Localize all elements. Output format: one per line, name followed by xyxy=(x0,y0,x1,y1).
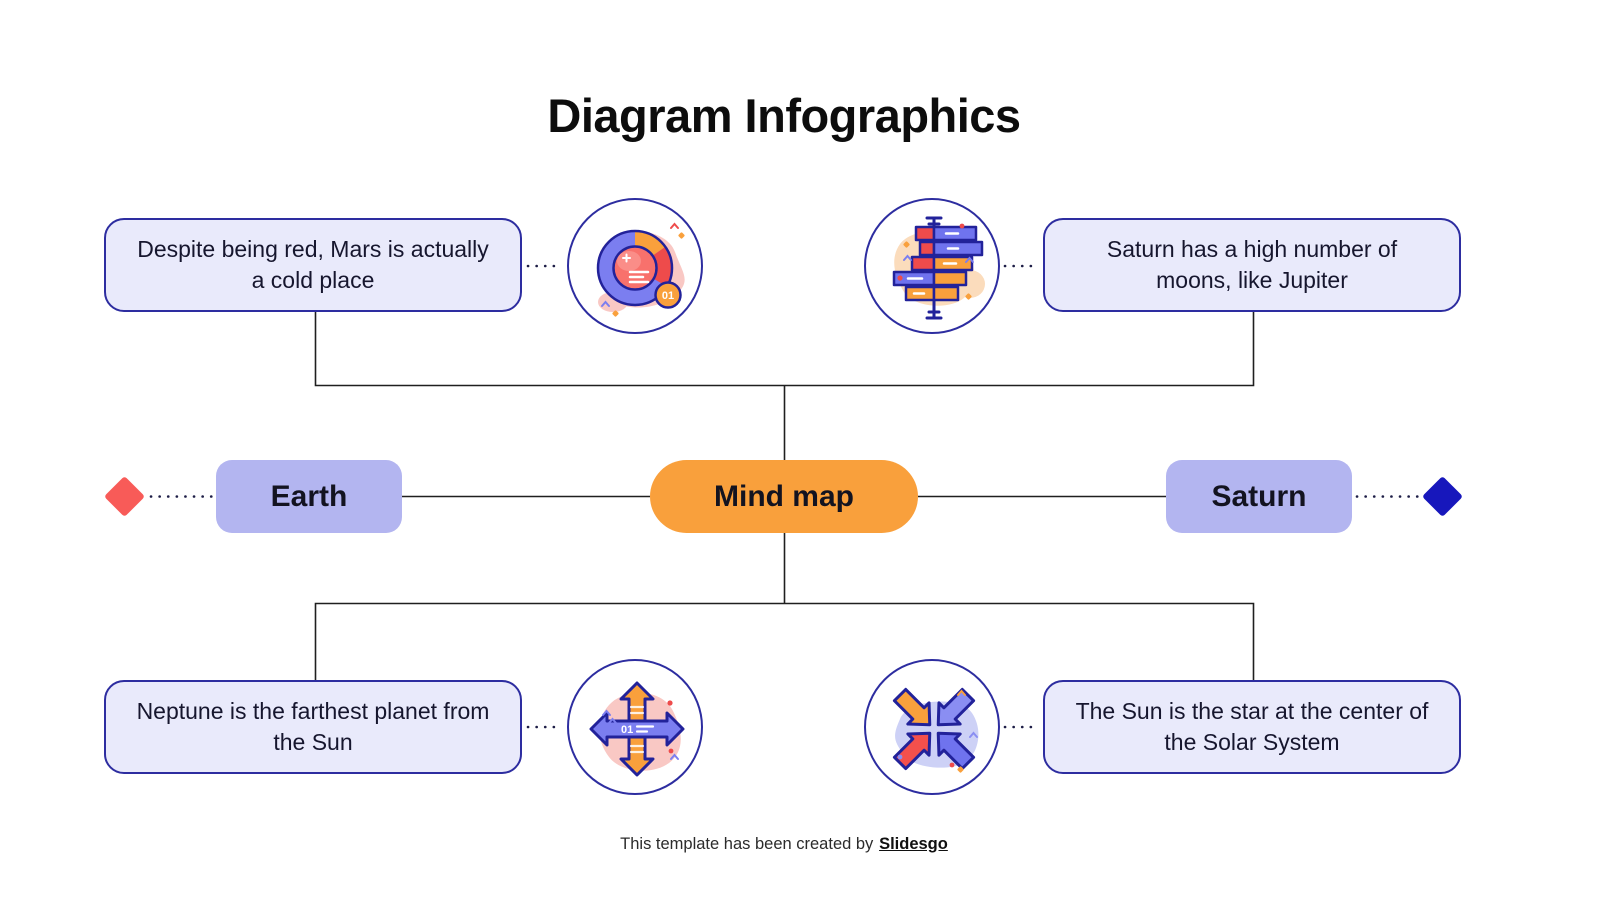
red-diamond-marker xyxy=(103,475,146,518)
fact-card-sun-text: The Sun is the star at the center of the… xyxy=(1075,698,1429,755)
node-mind-map-label: Mind map xyxy=(714,479,854,513)
footer-credit: This template has been created by Slidesg… xyxy=(620,835,948,854)
fact-card-saturn-moons: Saturn has a high number of moons, like … xyxy=(1043,218,1461,312)
converge-arrows-icon xyxy=(864,659,1000,795)
node-saturn-label: Saturn xyxy=(1211,479,1307,513)
blue-diamond-marker xyxy=(1421,475,1464,518)
orbit-donut-chart-icon: 01 xyxy=(567,198,703,334)
fact-card-mars: Despite being red, Mars is actually a co… xyxy=(104,218,522,312)
svg-text:01: 01 xyxy=(621,724,633,736)
fact-card-saturn-moons-text: Saturn has a high number of moons, like … xyxy=(1106,236,1398,293)
fact-card-neptune-text: Neptune is the farthest planet from the … xyxy=(136,698,490,755)
node-earth-label: Earth xyxy=(270,479,348,513)
fact-card-neptune: Neptune is the farthest planet from the … xyxy=(104,680,522,774)
svg-text:01: 01 xyxy=(662,290,674,302)
footer-credit-text: This template has been created by xyxy=(620,835,874,853)
node-mind-map: Mind map xyxy=(650,460,918,533)
node-saturn: Saturn xyxy=(1166,460,1352,533)
expand-arrows-icon: 01 xyxy=(567,659,703,795)
slidesgo-link[interactable]: Slidesgo xyxy=(879,835,948,853)
fact-card-sun: The Sun is the star at the center of the… xyxy=(1043,680,1461,774)
node-earth: Earth xyxy=(216,460,402,533)
page-title: Diagram Infographics xyxy=(547,89,1021,142)
fact-card-mars-text: Despite being red, Mars is actually a co… xyxy=(137,236,489,293)
stacked-bar-chart-icon xyxy=(864,198,1000,334)
